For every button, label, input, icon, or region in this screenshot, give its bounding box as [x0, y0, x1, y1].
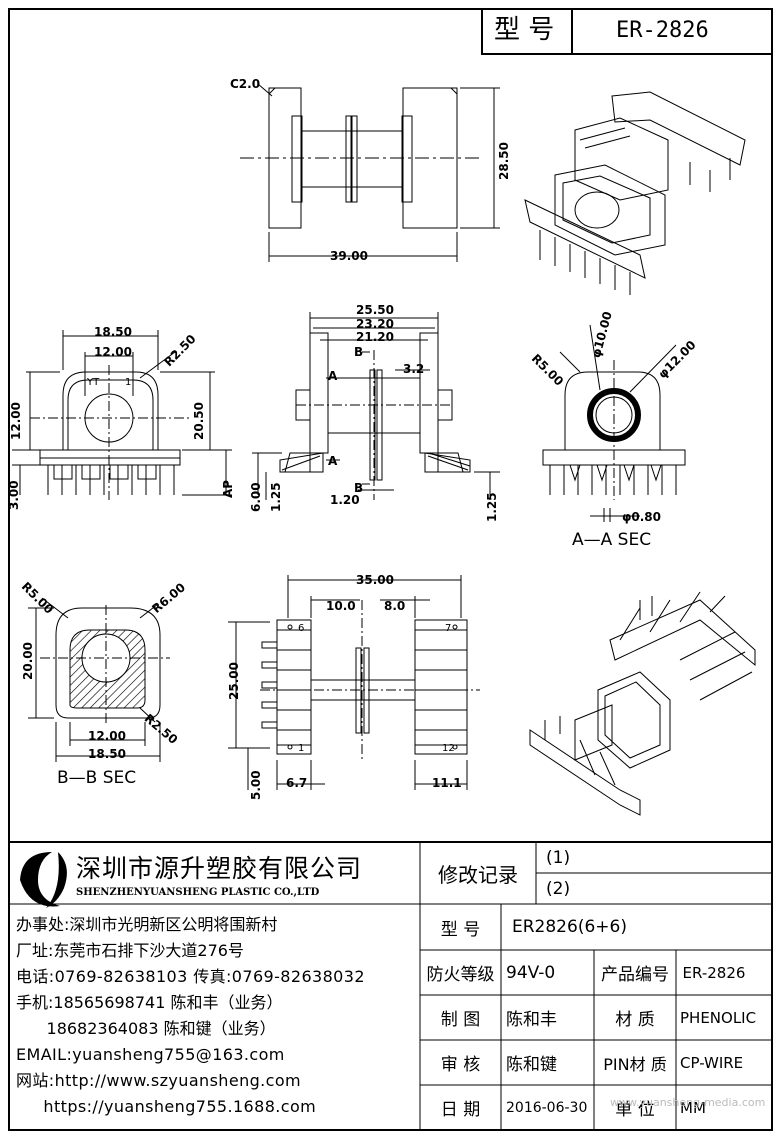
dim-120: 1.20 — [330, 493, 360, 507]
dim-125-left: 1.25 — [269, 482, 283, 512]
revision-1: (1) — [546, 847, 571, 868]
material-value: PHENOLIC — [680, 1008, 757, 1027]
checked-by-label: 审 核 — [440, 1055, 481, 1075]
mark-a-bottom: A — [328, 454, 338, 468]
dim-bb-2000: 20.00 — [21, 642, 35, 680]
pin-label-7: 7 — [445, 623, 452, 634]
dim-2050: 20.50 — [192, 402, 206, 440]
sheet-border — [8, 8, 773, 1131]
mark-a-top: A — [328, 369, 338, 383]
dim-2850: 28.50 — [497, 142, 511, 180]
dim-100: 10.0 — [326, 599, 356, 613]
mark-b-bottom: B — [354, 481, 364, 495]
dim-3500: 35.00 — [356, 573, 394, 587]
company-phone: 电话:0769-82638103 传真:0769-82638032 — [16, 967, 365, 986]
dim-300: 3.00 — [7, 480, 21, 510]
drawn-by-label: 制 图 — [440, 1010, 481, 1030]
dim-125-right: 1.25 — [485, 492, 499, 522]
dim-phi080: φ0.80 — [622, 510, 661, 524]
dim-ap: AP — [221, 479, 235, 498]
revision-2: (2) — [546, 878, 571, 899]
header-box — [481, 8, 773, 55]
model-label: 型 号 — [440, 919, 481, 940]
fire-rating-label: 防火等级 — [426, 965, 495, 985]
label-pin1: 1 — [125, 377, 132, 388]
aa-section-title: A—A SEC — [572, 530, 652, 550]
pin-label-6: 6 — [298, 623, 305, 634]
aa-section-view — [542, 324, 686, 522]
label-yt: YT — [87, 377, 100, 388]
title-block-grid — [9, 842, 772, 1130]
header-model-label: 型 号 — [494, 15, 555, 45]
unit-label: 单 位 — [615, 1100, 655, 1120]
checked-by-value: 陈和键 — [506, 1055, 557, 1075]
dim-1850: 18.50 — [94, 325, 132, 339]
front-view — [12, 330, 232, 500]
dim-500: 5.00 — [249, 770, 263, 800]
top-view — [240, 83, 500, 262]
dim-1200-vert: 12.00 — [9, 402, 23, 440]
pin-label-12: 12 — [442, 743, 455, 754]
watermark: www.yuansheng-media.com — [610, 1096, 766, 1109]
company-office: 办事处:深圳市光明新区公明将围新村 — [16, 915, 278, 934]
drawn-by-value: 陈和丰 — [506, 1010, 557, 1030]
bb-section-view — [28, 597, 170, 762]
dim-39: 39.00 — [330, 249, 368, 263]
mark-b-top: B — [354, 345, 364, 359]
dim-2500: 25.00 — [227, 662, 241, 700]
fire-rating-value: 94V-0 — [506, 962, 556, 983]
bb-section-title: B—B SEC — [57, 768, 137, 788]
date-label: 日 期 — [440, 1100, 481, 1120]
iso-view-top — [524, 91, 746, 295]
dim-32: 3.2 — [403, 362, 425, 376]
bottom-view — [228, 575, 480, 790]
product-no-label: 产品编号 — [601, 965, 669, 985]
dim-2550: 25.50 — [356, 303, 394, 317]
section-view — [252, 312, 500, 500]
dim-1200: 12.00 — [94, 345, 132, 359]
dim-bb-1200: 12.00 — [88, 729, 126, 743]
logo-icon — [20, 852, 67, 908]
material-label: 材 质 — [615, 1010, 655, 1030]
pin-label-1: 1 — [298, 743, 305, 754]
unit-value: MM — [680, 1098, 706, 1117]
company-factory: 厂址:东莞市石排下沙大道276号 — [16, 941, 244, 960]
product-no-value: ER-2826 — [682, 963, 746, 982]
company-name-en: SHENZHENYUANSHENG PLASTIC CO.,LTD — [76, 887, 320, 898]
company-mobile-2: 18682364083 陈和键（业务） — [16, 1019, 276, 1038]
company-email: EMAIL:yuansheng755@163.com — [16, 1045, 285, 1064]
company-mobile-1: 手机:18565698741 陈和丰（业务） — [16, 993, 283, 1012]
date-value: 2016-06-30 — [506, 1099, 588, 1116]
company-name-cn: 深圳市源升塑胶有限公司 — [76, 854, 363, 883]
dim-c2: C2.0 — [230, 77, 261, 91]
pin-material-label: PIN材 质 — [603, 1054, 667, 1074]
company-website: 网站:http://www.szyuansheng.com — [16, 1071, 302, 1090]
dim-2120: 21.20 — [356, 330, 394, 344]
dim-111: 11.1 — [432, 776, 462, 790]
dim-600: 6.00 — [249, 482, 263, 512]
dim-80: 8.0 — [384, 599, 406, 613]
company-shop: https://yuansheng755.1688.com — [16, 1097, 317, 1116]
header-model-value: ER-2826 — [616, 18, 709, 43]
revision-label: 修改记录 — [438, 862, 518, 887]
dim-bb-1850: 18.50 — [88, 747, 126, 761]
dim-2320: 23.20 — [356, 317, 394, 331]
dim-67: 6.7 — [286, 776, 308, 790]
iso-view-bottom — [529, 591, 756, 816]
pin-material-value: CP-WIRE — [680, 1053, 744, 1072]
model-value: ER2826(6+6) — [512, 917, 627, 937]
